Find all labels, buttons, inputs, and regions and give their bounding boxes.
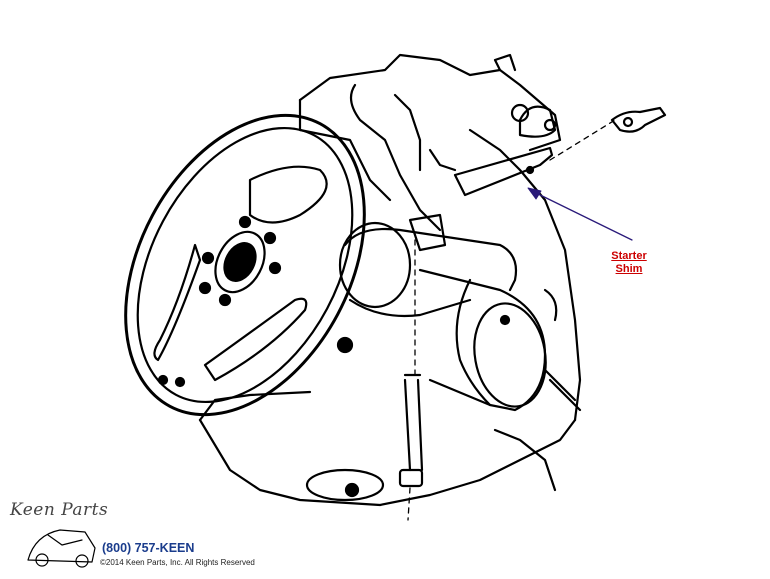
flywheel xyxy=(124,113,366,417)
mounting-bolts xyxy=(336,336,424,498)
starter-shim-link[interactable]: Starter Shim xyxy=(598,250,660,276)
engine-block xyxy=(198,53,582,507)
starter-motor xyxy=(338,146,577,412)
copyright-text: ©2014 Keen Parts, Inc. All Rights Reserv… xyxy=(100,558,255,567)
phone-number: (800) 757-KEEN xyxy=(102,541,195,555)
shim-part xyxy=(610,106,667,133)
callout-arrow xyxy=(527,187,633,241)
alignment-lines xyxy=(407,119,616,521)
label-line-1: Starter xyxy=(611,250,647,262)
label-line-2: Shim xyxy=(615,263,643,275)
keen-parts-logo: Keen Parts xyxy=(10,500,109,520)
keen-parts-car-logo xyxy=(27,529,96,568)
